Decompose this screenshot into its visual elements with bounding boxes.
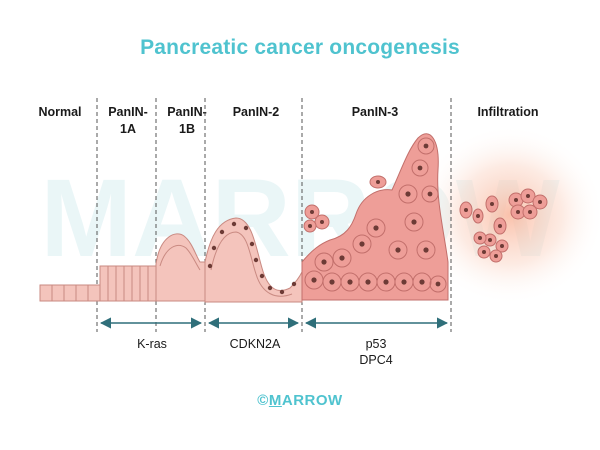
- panin-2-nuclei: [207, 221, 297, 295]
- infiltration-glow: [415, 125, 600, 305]
- stage-infiltration: Infiltration: [477, 105, 539, 119]
- brand-rest: ARROW: [281, 392, 343, 409]
- copyright-footer: ©MARROW: [0, 392, 600, 409]
- gene-p53-dpc4: p53 DPC4: [359, 337, 393, 367]
- panin-3-nuclei: [311, 143, 441, 287]
- stage-panin-3: PanIN-3: [351, 105, 399, 119]
- stage-panin-1a: PanIN- 1A: [108, 105, 148, 136]
- panin-2-epithelium: [204, 217, 303, 303]
- brand-first-letter: M: [268, 392, 282, 409]
- gene-k-ras: K-ras: [137, 337, 167, 351]
- copyright-symbol: ©: [257, 392, 269, 409]
- gene-cdkn2a: CDKN2A: [229, 337, 281, 351]
- stage-panin-2: PanIN-2: [232, 105, 280, 119]
- stage-panin-1b: PanIN- 1B: [167, 105, 207, 136]
- panin-3-cell-outlines: [304, 137, 447, 293]
- panin-3-cells: [301, 133, 449, 301]
- diagram-title: Pancreatic cancer oncogenesis: [140, 36, 460, 59]
- stage-normal: Normal: [38, 105, 82, 119]
- normal-epithelium: [39, 284, 101, 302]
- stage-dividers: [96, 98, 452, 332]
- panin-1a-epithelium: [99, 265, 157, 302]
